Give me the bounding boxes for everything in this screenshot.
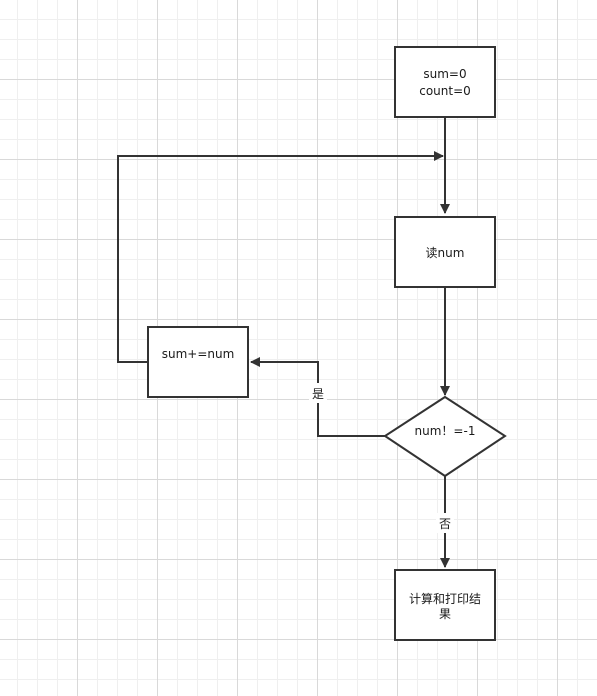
node-result-box [394, 569, 496, 641]
node-init-box [394, 46, 496, 118]
node-accumulate-label: sum+=num [162, 347, 235, 361]
edge-loop-back [117, 151, 444, 363]
node-result[interactable]: 计算和打印结 果 [394, 569, 496, 641]
node-read[interactable]: 读num [394, 216, 496, 288]
node-accumulate[interactable]: sum+=num [147, 326, 249, 398]
node-condition-label: num！=-1 [415, 424, 476, 438]
edge-label-yes: 是 [312, 387, 324, 401]
node-init[interactable]: sum=0 count=0 [394, 46, 496, 118]
edge-label-no: 否 [439, 517, 451, 531]
node-condition[interactable]: num！=-1 [383, 395, 507, 478]
node-accumulate-box [147, 326, 249, 398]
node-read-label: 读num [426, 246, 465, 260]
node-result-line-1: 计算和打印结 [409, 591, 481, 606]
node-condition-diamond [383, 395, 507, 478]
node-read-box [394, 216, 496, 288]
node-init-line-2: count=0 [419, 84, 471, 98]
node-init-line-1: sum=0 [423, 67, 466, 81]
edge-labels: 是 否 [309, 383, 454, 533]
node-result-line-2: 果 [439, 607, 451, 621]
